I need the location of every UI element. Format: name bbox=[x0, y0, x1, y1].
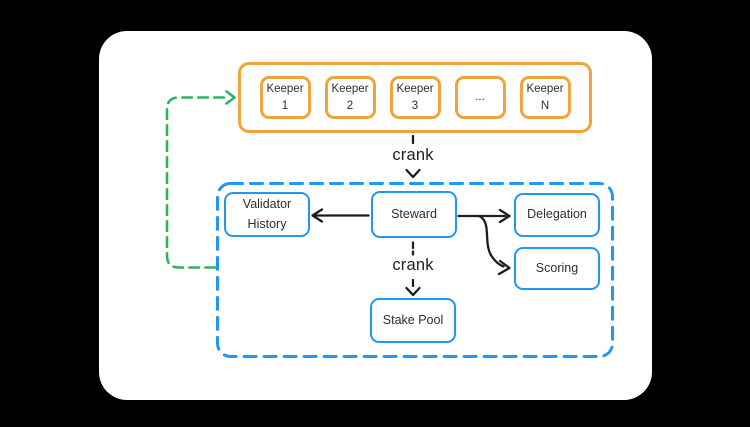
node-label: 1 bbox=[281, 99, 289, 112]
node-label: Validator bbox=[242, 197, 292, 212]
node-keeper-2: Keeper 2 bbox=[324, 76, 376, 119]
node-label: N bbox=[540, 99, 550, 112]
node-validator-history: Validator History bbox=[224, 192, 310, 237]
node-label: Steward bbox=[391, 206, 437, 221]
node-label: Keeper bbox=[396, 83, 434, 96]
node-label: Keeper bbox=[266, 83, 304, 96]
crank-label-bottom: crank bbox=[392, 256, 434, 274]
node-label: Delegation bbox=[527, 207, 587, 222]
node-keeper-1: Keeper 1 bbox=[259, 76, 311, 119]
node-label: 3 bbox=[411, 99, 419, 112]
node-delegation: Delegation bbox=[514, 193, 600, 237]
node-scoring: Scoring bbox=[514, 247, 600, 290]
node-label: Keeper bbox=[526, 83, 564, 96]
node-label: 2 bbox=[346, 99, 354, 112]
crank-label-top: crank bbox=[392, 146, 434, 164]
node-label: Scoring bbox=[535, 260, 579, 275]
node-label: History bbox=[247, 216, 287, 231]
node-label: Stake Pool bbox=[382, 312, 444, 327]
node-steward: Steward bbox=[371, 191, 457, 238]
node-keeper-n: Keeper N bbox=[519, 76, 571, 119]
node-keeper-ellipsis: ... bbox=[454, 76, 506, 119]
node-keeper-3: Keeper 3 bbox=[389, 76, 441, 119]
node-stake-pool: Stake Pool bbox=[370, 298, 456, 343]
node-label: ... bbox=[475, 91, 485, 104]
node-label: Keeper bbox=[331, 83, 369, 96]
keepers-group: Keeper 1 Keeper 2 Keeper 3 ... Keeper N bbox=[238, 62, 592, 133]
